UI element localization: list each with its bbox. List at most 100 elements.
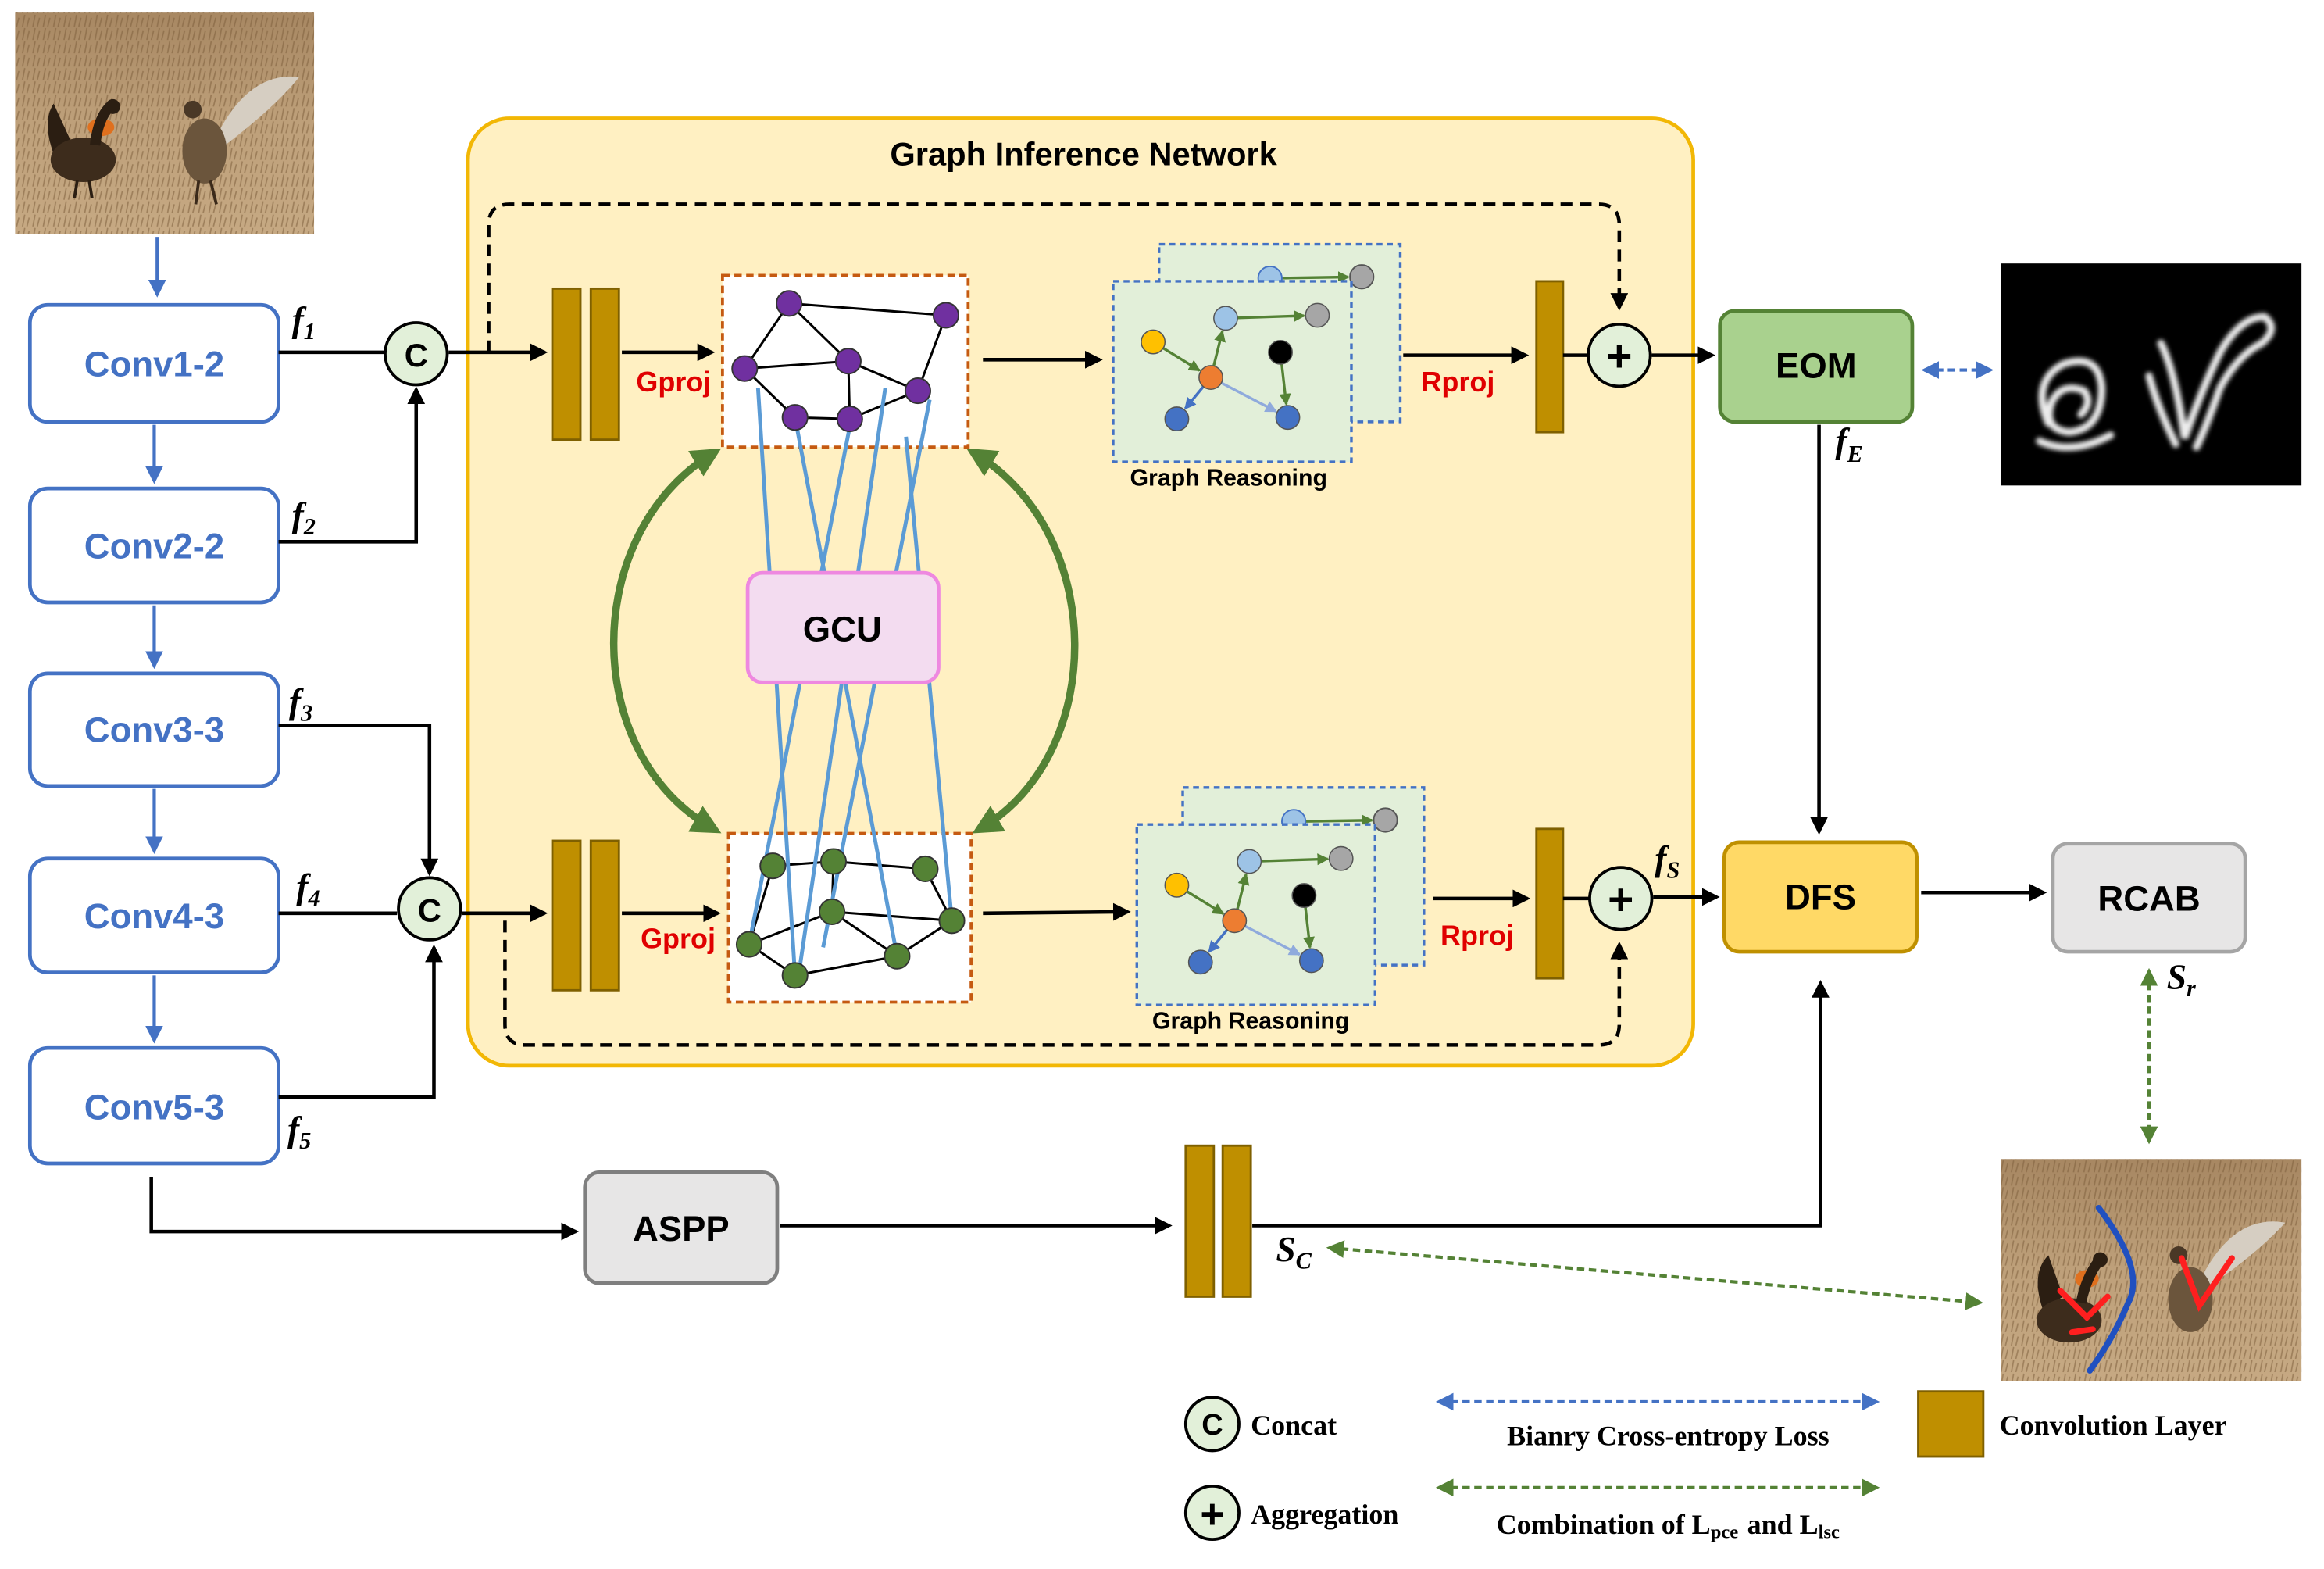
edge-map-image [2001, 263, 2302, 486]
combo-mid: and L [1747, 1509, 1819, 1540]
combo-sub2: lsc [1819, 1521, 1840, 1542]
graph-node [819, 848, 848, 875]
graph-edge [788, 302, 849, 363]
gin-title: Graph Inference Network [890, 136, 1277, 173]
object-scribble [2178, 1255, 2235, 1312]
aspp-box [583, 1170, 780, 1285]
graph-node [932, 302, 959, 329]
eom-label: EOM [1776, 345, 1857, 385]
reasoning-edge [1183, 385, 1205, 410]
aggregation-symbol: + [1606, 332, 1632, 381]
reasoning-edge [1237, 309, 1306, 323]
graph-top-nodes [731, 290, 959, 433]
graph-reasoning-label-bottom: Graph Reasoning [1152, 1009, 1350, 1035]
f4-label: f4 [296, 867, 320, 911]
graph-node [884, 942, 911, 970]
conv-layer-pair-aspp [1184, 1144, 1252, 1298]
concat-node-bottom: C [397, 876, 462, 942]
graph-node [759, 852, 787, 880]
graph-node [836, 406, 863, 433]
f3-label: f3 [289, 681, 312, 726]
reasoning-edge [1244, 924, 1301, 956]
combo-sub1: pce [1711, 1521, 1739, 1542]
graph-edge [916, 314, 948, 391]
legend-combo: Combination of Lpce and Llsc [1435, 1478, 1880, 1542]
concat-symbol: C [1201, 1409, 1223, 1442]
legend-aggregation-label: Aggregation [1251, 1499, 1398, 1530]
reasoning-node [1305, 302, 1330, 328]
conv4-3-label: Conv4-3 [84, 896, 224, 936]
combo-prefix: Combination of L [1497, 1509, 1711, 1540]
sc-to-dfs [1252, 980, 1830, 1228]
reasoning-node [1141, 329, 1166, 355]
concat-symbol: C [418, 892, 441, 929]
flow-arrow [983, 902, 1131, 921]
conv5-3-label: Conv5-3 [84, 1087, 224, 1127]
graph-node [904, 377, 931, 405]
dfs-box [1722, 840, 1919, 954]
conv1-2-box [27, 302, 280, 424]
f5-connector [278, 944, 443, 1099]
reasoning-node [1275, 405, 1301, 431]
output-image [2001, 1159, 2302, 1381]
boundary-scribble [2087, 1204, 2137, 1374]
reasoning-node [1298, 948, 1324, 974]
graph-node [781, 962, 809, 989]
sc-label: SC [1276, 1229, 1312, 1274]
rproj-label-bottom: Rproj [1440, 920, 1514, 952]
reasoning-edge [1186, 890, 1225, 915]
reasoning-edge [1208, 928, 1229, 953]
f2-main: f [292, 495, 307, 534]
f5-label: f5 [287, 1110, 311, 1154]
conv-layer-bottom-out [1535, 827, 1565, 980]
conv3-3-box [27, 671, 280, 788]
aspp-label: ASPP [633, 1209, 730, 1249]
sr-sub: r [2187, 975, 2197, 1002]
rcab-label: RCAB [2097, 878, 2200, 918]
f1-main: f [292, 299, 307, 339]
legend-conv: Convolution Layer [1917, 1390, 2227, 1458]
reasoning-edge [1236, 873, 1250, 910]
reasoning-node [1237, 849, 1262, 874]
legend-aggregation: + Aggregation [1183, 1485, 1398, 1542]
reasoning-node [1268, 339, 1293, 365]
graph-bottom-nodes [735, 848, 966, 989]
sc-sub: C [1296, 1247, 1312, 1274]
graph-node [834, 348, 862, 375]
fe-sub: E [1847, 441, 1863, 467]
legend-conv-label: Convolution Layer [2000, 1410, 2227, 1441]
combo-loss-arrow-sc [1326, 1240, 1983, 1310]
fe-label: fE [1835, 421, 1862, 467]
graph-reasoning-label-top: Graph Reasoning [1130, 465, 1327, 491]
legend-bce: Bianry Cross-entropy Loss [1435, 1392, 1880, 1452]
graph-node [912, 855, 939, 883]
legend: C Concat + Aggregation Bianry Cross-entr… [1183, 1390, 2227, 1542]
reasoning-node [1198, 365, 1223, 390]
graph-edge [744, 359, 849, 370]
concat-node-top: C [384, 321, 449, 387]
graph-reasoning-top [1112, 242, 1402, 463]
conv-layer-pair-bottom [551, 839, 620, 992]
reasoning-edge [1281, 271, 1351, 284]
bird-left [48, 98, 120, 199]
aggregation-node-bottom: + [1588, 866, 1654, 931]
conv2-2-box [27, 486, 280, 605]
gproj-label-top: Gproj [636, 366, 711, 398]
f3-main: f [289, 681, 304, 721]
f1-sub: 1 [304, 318, 316, 345]
sr-label: Sr [2167, 956, 2197, 1001]
conv5-to-aspp [149, 1177, 580, 1241]
graph-edge [794, 955, 898, 977]
sc-main: S [1276, 1229, 1295, 1269]
legend-bce-label: Bianry Cross-entropy Loss [1507, 1421, 1830, 1452]
eom-box [1718, 309, 1915, 424]
dfs-label: DFS [1785, 877, 1856, 917]
graph-node [819, 898, 846, 925]
sr-main: S [2167, 956, 2187, 996]
f1-label: f1 [292, 299, 316, 344]
reasoning-node [1164, 406, 1190, 432]
conv2-2-label: Conv2-2 [84, 527, 224, 566]
f2-connector [278, 386, 426, 544]
legend-concat-label: Concat [1251, 1410, 1337, 1441]
